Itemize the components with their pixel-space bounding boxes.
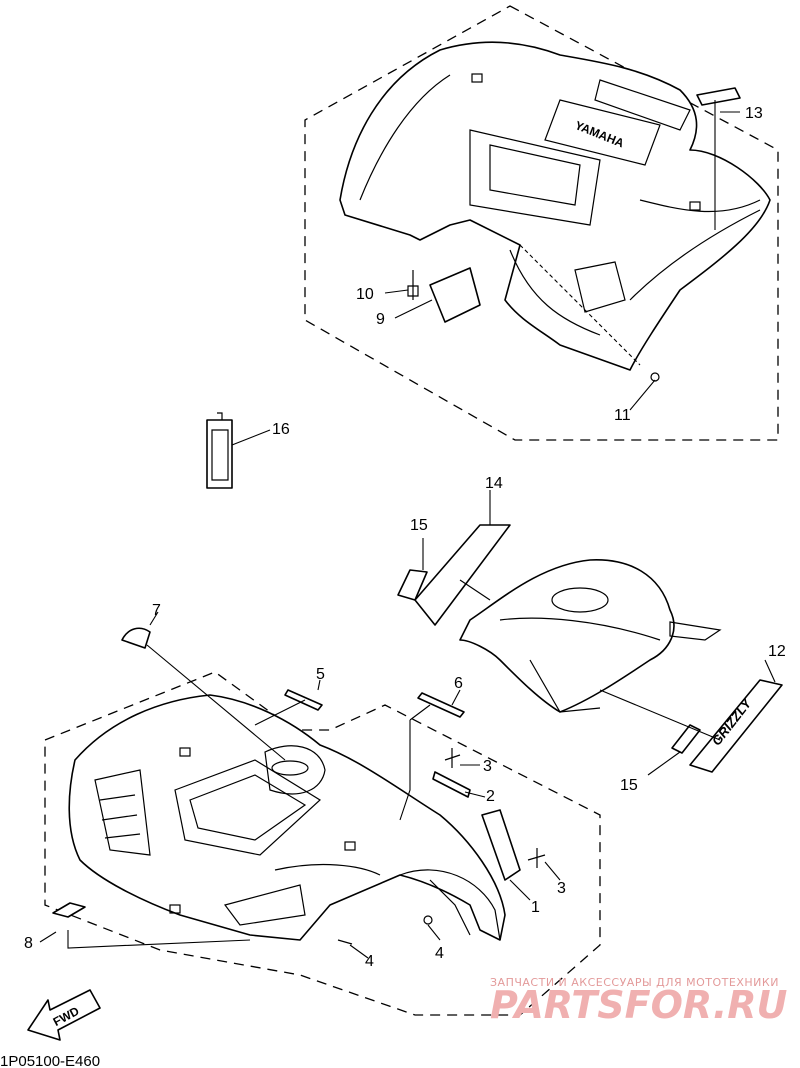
part-5-decal bbox=[284, 689, 323, 711]
part-13-emblem bbox=[689, 679, 783, 773]
part-9-flap bbox=[429, 267, 481, 323]
callout-3-lower: 3 bbox=[557, 880, 566, 897]
part-3-screw-lower bbox=[527, 848, 546, 868]
front-cover-group: 14 15 GRIZZLY 12 15 bbox=[397, 475, 786, 794]
part-12-label bbox=[696, 87, 741, 106]
callout-16: 16 bbox=[272, 421, 290, 438]
part-16-group: 16 bbox=[206, 412, 290, 489]
callout-8: 8 bbox=[24, 935, 33, 952]
callout-5: 5 bbox=[316, 666, 325, 683]
part-4-clip-left bbox=[337, 939, 353, 945]
part-15-label-upper bbox=[397, 569, 428, 601]
callout-1: 1 bbox=[531, 899, 540, 916]
rear-logo-plate bbox=[544, 99, 661, 166]
watermark-site: PARTSFOR.RU bbox=[490, 983, 788, 1027]
rear-tub bbox=[469, 129, 601, 226]
callout-4-right: 4 bbox=[435, 945, 444, 962]
rear-group-outline bbox=[304, 5, 779, 441]
callout-15-lower: 15 bbox=[620, 777, 638, 794]
headlight-recess bbox=[174, 759, 321, 856]
part-10-clip bbox=[407, 285, 419, 297]
part-6-decal bbox=[417, 692, 465, 718]
watermark: ЗАПЧАСТИ И АКСЕССУАРЫ ДЛЯ МОТОТЕХНИКИ PA… bbox=[490, 976, 788, 1027]
part-3-screw-upper bbox=[444, 748, 461, 768]
callout-13: 12 bbox=[768, 643, 786, 660]
front-grab bbox=[264, 745, 326, 795]
callout-12: 13 bbox=[745, 105, 763, 122]
callout-3-upper: 3 bbox=[483, 758, 492, 775]
diagram-code: 1P05100-E460 bbox=[0, 1053, 100, 1068]
callout-7: 7 bbox=[152, 602, 161, 619]
fwd-arrow: FWD bbox=[27, 989, 101, 1041]
right-vent bbox=[223, 884, 306, 926]
part-8-label bbox=[52, 902, 86, 918]
part-11-clip bbox=[650, 372, 660, 382]
callout-10: 10 bbox=[356, 286, 374, 303]
front-fender-group: 7 5 6 3 2 1 3 4 4 8 bbox=[24, 602, 601, 1016]
part-1-guard bbox=[481, 809, 521, 881]
callout-11: 11 bbox=[614, 407, 631, 424]
callout-6: 6 bbox=[454, 675, 463, 692]
tank-cap-recess bbox=[551, 587, 609, 613]
part-14-strip bbox=[414, 524, 511, 626]
part-16-label bbox=[206, 419, 233, 489]
tank-cover bbox=[459, 559, 675, 713]
part-7-cap bbox=[121, 627, 151, 649]
left-vent bbox=[94, 769, 151, 856]
rear-fender bbox=[339, 41, 771, 371]
callout-4-left: 4 bbox=[365, 953, 374, 970]
fwd-arrow-icon bbox=[27, 989, 101, 1041]
callout-9: 9 bbox=[376, 311, 385, 328]
callout-2: 2 bbox=[486, 788, 495, 805]
rear-fender-group: YAMAHA 13 10 9 11 bbox=[304, 5, 779, 441]
callout-14: 14 bbox=[485, 475, 503, 492]
part-15-label-lower bbox=[671, 724, 701, 754]
part-2-plate bbox=[432, 771, 471, 798]
watermark-tagline: ЗАПЧАСТИ И АКСЕССУАРЫ ДЛЯ МОТОТЕХНИКИ bbox=[490, 976, 779, 989]
part-4-clip-right bbox=[423, 915, 433, 925]
callout-15-upper: 15 bbox=[410, 517, 428, 534]
